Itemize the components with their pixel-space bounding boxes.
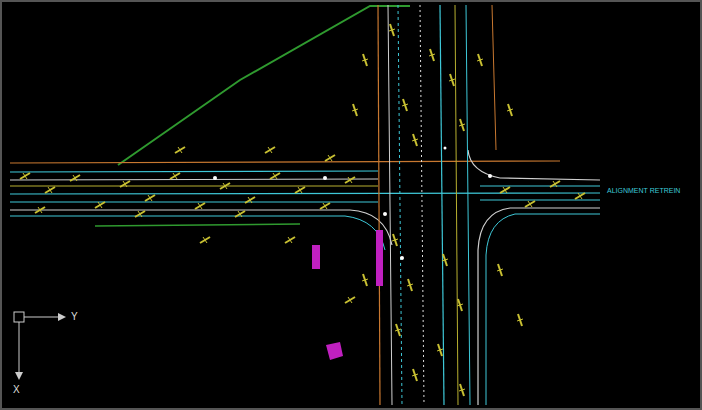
axis-label: X [12, 384, 21, 395]
alignment-label: ALIGNMENT RETREIN [606, 187, 681, 195]
axis-label: Y [70, 311, 79, 322]
